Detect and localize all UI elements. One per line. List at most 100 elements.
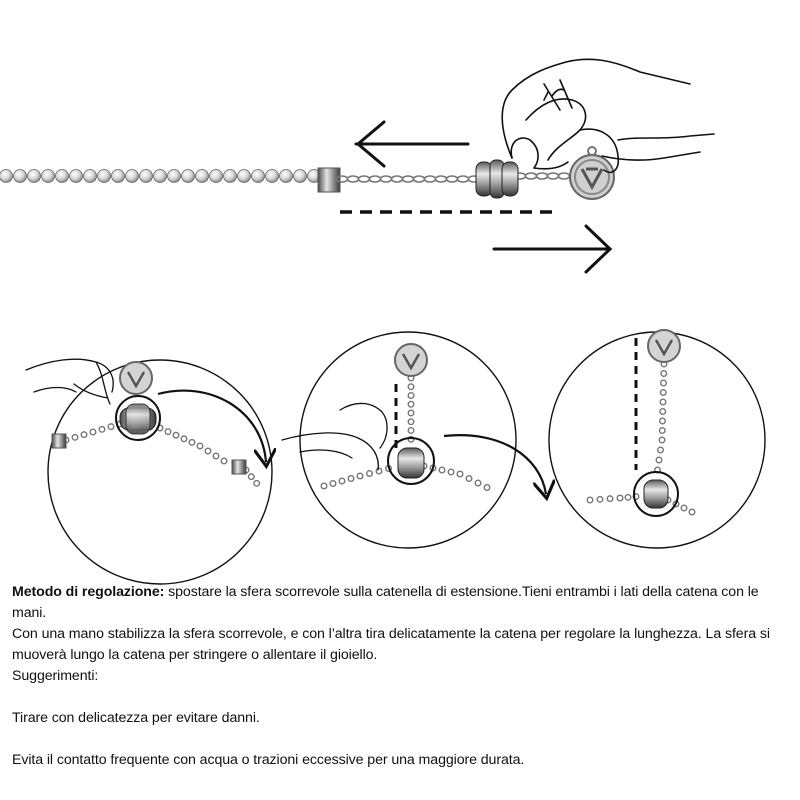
tip-1: Tirare con delicatezza per evitare danni… — [12, 710, 260, 726]
chain-link — [456, 470, 464, 478]
chain-link — [456, 175, 470, 183]
tennis-gem — [251, 169, 265, 183]
method-label: Metodo di regolazione: — [12, 584, 165, 600]
step-3-slider-bead — [643, 479, 669, 509]
chain-link — [624, 493, 632, 501]
arrow-left — [354, 120, 470, 168]
chain-link — [89, 428, 97, 436]
chain-link — [659, 389, 667, 397]
step-1-hand-icon — [25, 358, 114, 405]
chain-link — [407, 400, 415, 408]
spacer — [12, 729, 794, 750]
instructions-line-3: muoverà lungo la catena per stringere o … — [12, 647, 378, 663]
chain-link — [407, 435, 415, 443]
chain-link — [660, 379, 668, 387]
tennis-gem — [265, 169, 279, 183]
chain-link — [320, 482, 328, 490]
chain-link — [204, 447, 212, 455]
tennis-gem — [13, 169, 27, 183]
chain-link — [657, 446, 665, 454]
tennis-gem — [41, 169, 55, 183]
chain-link — [423, 175, 437, 183]
chain-link — [356, 472, 364, 480]
chain-link — [368, 175, 382, 183]
spacer — [12, 687, 794, 708]
chain-link — [164, 428, 172, 436]
chain-link — [474, 479, 482, 487]
chain-link — [658, 436, 666, 444]
chain-link — [465, 475, 473, 483]
chain-link — [247, 473, 255, 481]
chain-link — [546, 172, 560, 180]
chain-link — [401, 175, 415, 183]
step-3-highlight — [633, 471, 679, 517]
step-2-pendant — [394, 343, 428, 377]
chain-link — [357, 175, 371, 183]
tennis-gem — [111, 169, 125, 183]
tennis-gem — [97, 169, 111, 183]
chain-link — [557, 172, 571, 180]
hand-icon — [501, 58, 715, 174]
tips-label: Suggerimenti: — [12, 668, 99, 684]
tennis-chain — [0, 169, 321, 183]
chain-link — [375, 467, 383, 475]
chain-link — [660, 370, 668, 378]
chain-link — [107, 423, 115, 431]
method-text: spostare la sfera scorrevole sulla caten… — [12, 584, 759, 621]
chain-link — [407, 418, 415, 426]
step-1-pendant — [119, 361, 153, 395]
tennis-gem — [55, 169, 69, 183]
chain-link — [616, 494, 624, 502]
tennis-gem — [279, 169, 293, 183]
chain-link — [80, 431, 88, 439]
tennis-gem — [223, 169, 237, 183]
tennis-gem — [237, 169, 251, 183]
chain-link — [196, 442, 204, 450]
tennis-gem — [125, 169, 139, 183]
chain-link — [483, 484, 491, 492]
chain-link — [586, 496, 594, 504]
chain-link — [390, 175, 404, 183]
chain-link — [688, 508, 696, 516]
step-1-slider-bead — [119, 403, 157, 435]
instructions-line-2: Con una mano stabilizza la sfera scorrev… — [12, 626, 770, 642]
chain-link — [407, 409, 415, 417]
extension-chain — [335, 172, 582, 183]
tennis-gem — [293, 169, 307, 183]
logo-pendant-icon — [569, 146, 615, 200]
chain-link — [606, 495, 614, 503]
chain-link — [379, 175, 393, 183]
chain-link — [535, 172, 549, 180]
step-1-end-cap — [51, 433, 67, 449]
tip-2: Evita il contatto frequente con acqua o … — [12, 752, 525, 768]
step-2-highlight — [387, 437, 435, 485]
chain-link — [445, 175, 459, 183]
step-3-circle — [548, 329, 766, 549]
chain-link — [655, 456, 663, 464]
tennis-gem — [27, 169, 41, 183]
chain-link — [596, 495, 604, 503]
step-2-circle — [281, 331, 546, 549]
tennis-gem — [167, 169, 181, 183]
chain-link — [188, 438, 196, 446]
chain-link — [220, 457, 228, 465]
chain-link — [658, 427, 666, 435]
step-1-curved-arrow — [157, 389, 266, 462]
tennis-gem — [195, 169, 209, 183]
chain-link — [659, 408, 667, 416]
chain-link — [659, 398, 667, 406]
chain-link — [407, 427, 415, 435]
chain-link — [366, 470, 374, 478]
chain-link — [407, 392, 415, 400]
top-illustration — [0, 58, 715, 274]
chain-link — [172, 431, 180, 439]
tennis-gem — [209, 169, 223, 183]
step-2-hand-icon — [281, 402, 388, 471]
step-2-slider-bead — [397, 447, 425, 479]
step-2-curved-arrow — [443, 434, 546, 494]
instructions: Metodo di regolazione: spostare la sfera… — [12, 582, 794, 771]
tennis-gem — [69, 169, 83, 183]
tennis-gem — [0, 169, 13, 183]
chain-link — [180, 435, 188, 443]
